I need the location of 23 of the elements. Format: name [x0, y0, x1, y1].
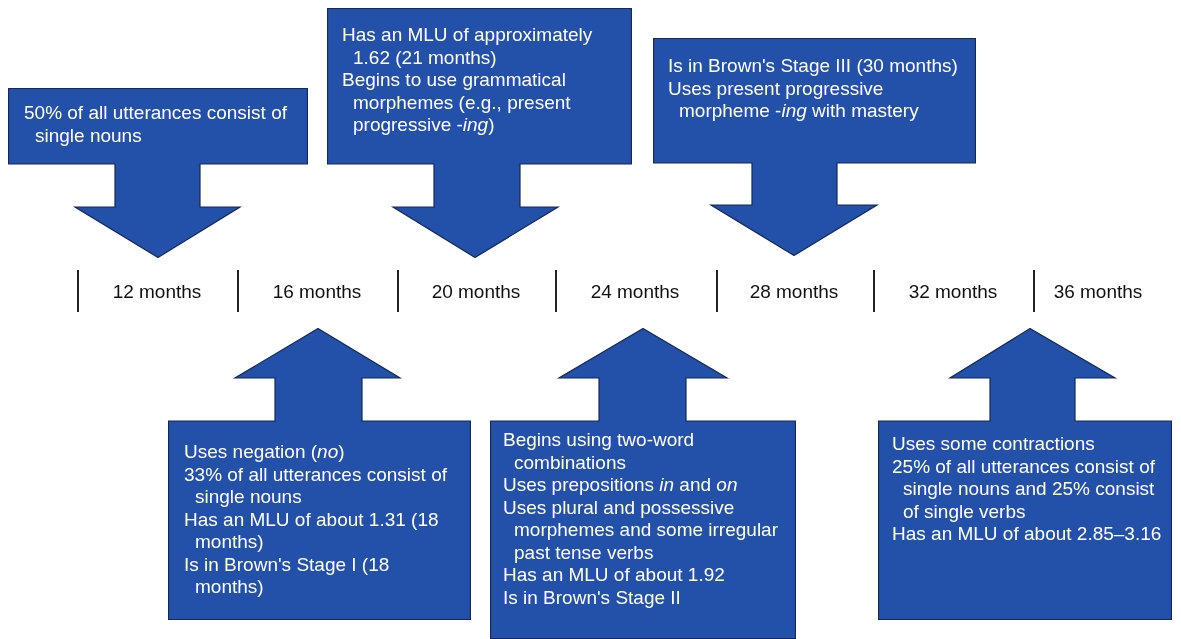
callout-text: Has an MLU of about 1.31 (18 months) [184, 508, 440, 554]
callout-text: Is in Brown's Stage II [503, 586, 682, 609]
month-label: 36 months [1053, 281, 1143, 302]
callout-text: Has an MLU of approximately 1.62 (21 months) [342, 24, 594, 69]
month-label: 20 months [431, 281, 521, 302]
callout-text: 33% of all utterances consist of single nouns [184, 463, 448, 509]
callout-text: Uses prepositions in and on [503, 474, 739, 497]
month-label: 28 months [749, 281, 839, 302]
callout-text: Is in Brown's Stage III (30 months) [668, 55, 959, 78]
month-label: 24 months [590, 281, 680, 302]
callout-text: Has an MLU of about 1.92 [503, 564, 726, 587]
callout-text: Uses negation (no) [184, 441, 346, 464]
callout-text: Begins to use grammatical morphemes (e.g., present progressive -ing) [342, 69, 572, 137]
callout-text: 50% of all utterances consist of single nouns [24, 102, 288, 147]
month-label: 12 months [112, 281, 202, 302]
callout-text: Uses some contractions [892, 433, 1096, 456]
callout-text: Is in Brown's Stage I (18 months) [184, 553, 391, 599]
callout-text: Uses plural and possessive morphemes and some irregular past tense verbs [503, 496, 779, 564]
month-label: 32 months [908, 281, 998, 302]
month-label: 16 months [272, 281, 362, 302]
callout-text: Has an MLU of about 2.85–3.16 [892, 523, 1162, 546]
callout-text: 25% of all utterances consist of single nouns and 25% consist of single verbs [892, 455, 1156, 523]
callout-text: Uses present progressive morpheme -ing with mastery [668, 77, 920, 123]
